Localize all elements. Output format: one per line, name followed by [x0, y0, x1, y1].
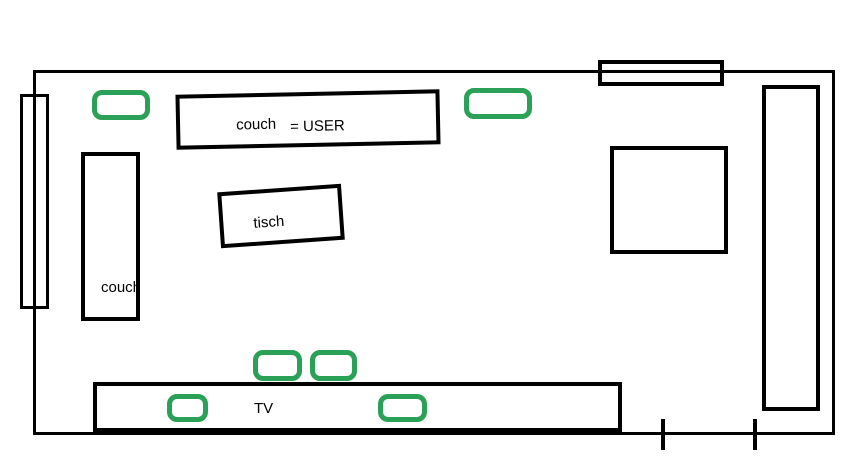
left-wall-window — [20, 94, 49, 309]
speaker-marker-center-left — [253, 350, 302, 381]
speaker-marker-center-right — [310, 350, 357, 381]
furniture-square — [610, 146, 728, 254]
couch-top-label: couch — [235, 115, 277, 134]
wall-tick-right — [753, 419, 757, 450]
right-wall-window — [762, 85, 820, 411]
room-outline — [33, 70, 835, 435]
user-equals-label: = USER — [289, 117, 345, 136]
tv-label: TV — [254, 400, 274, 417]
couch-top: couch = USER — [175, 89, 441, 150]
speaker-marker-top-right — [464, 88, 532, 119]
speaker-marker-tv-right — [378, 394, 427, 422]
wall-tick-left — [661, 419, 665, 450]
speaker-marker-top-left — [92, 90, 150, 120]
top-right-window — [598, 60, 724, 86]
table-tisch: tisch — [217, 183, 345, 249]
speaker-marker-tv-left — [167, 394, 208, 422]
couch-left: couch — [81, 152, 142, 321]
tisch-label: tisch — [252, 212, 285, 232]
tv-stand: TV — [93, 382, 622, 432]
couch-left-label: couch — [101, 279, 142, 296]
